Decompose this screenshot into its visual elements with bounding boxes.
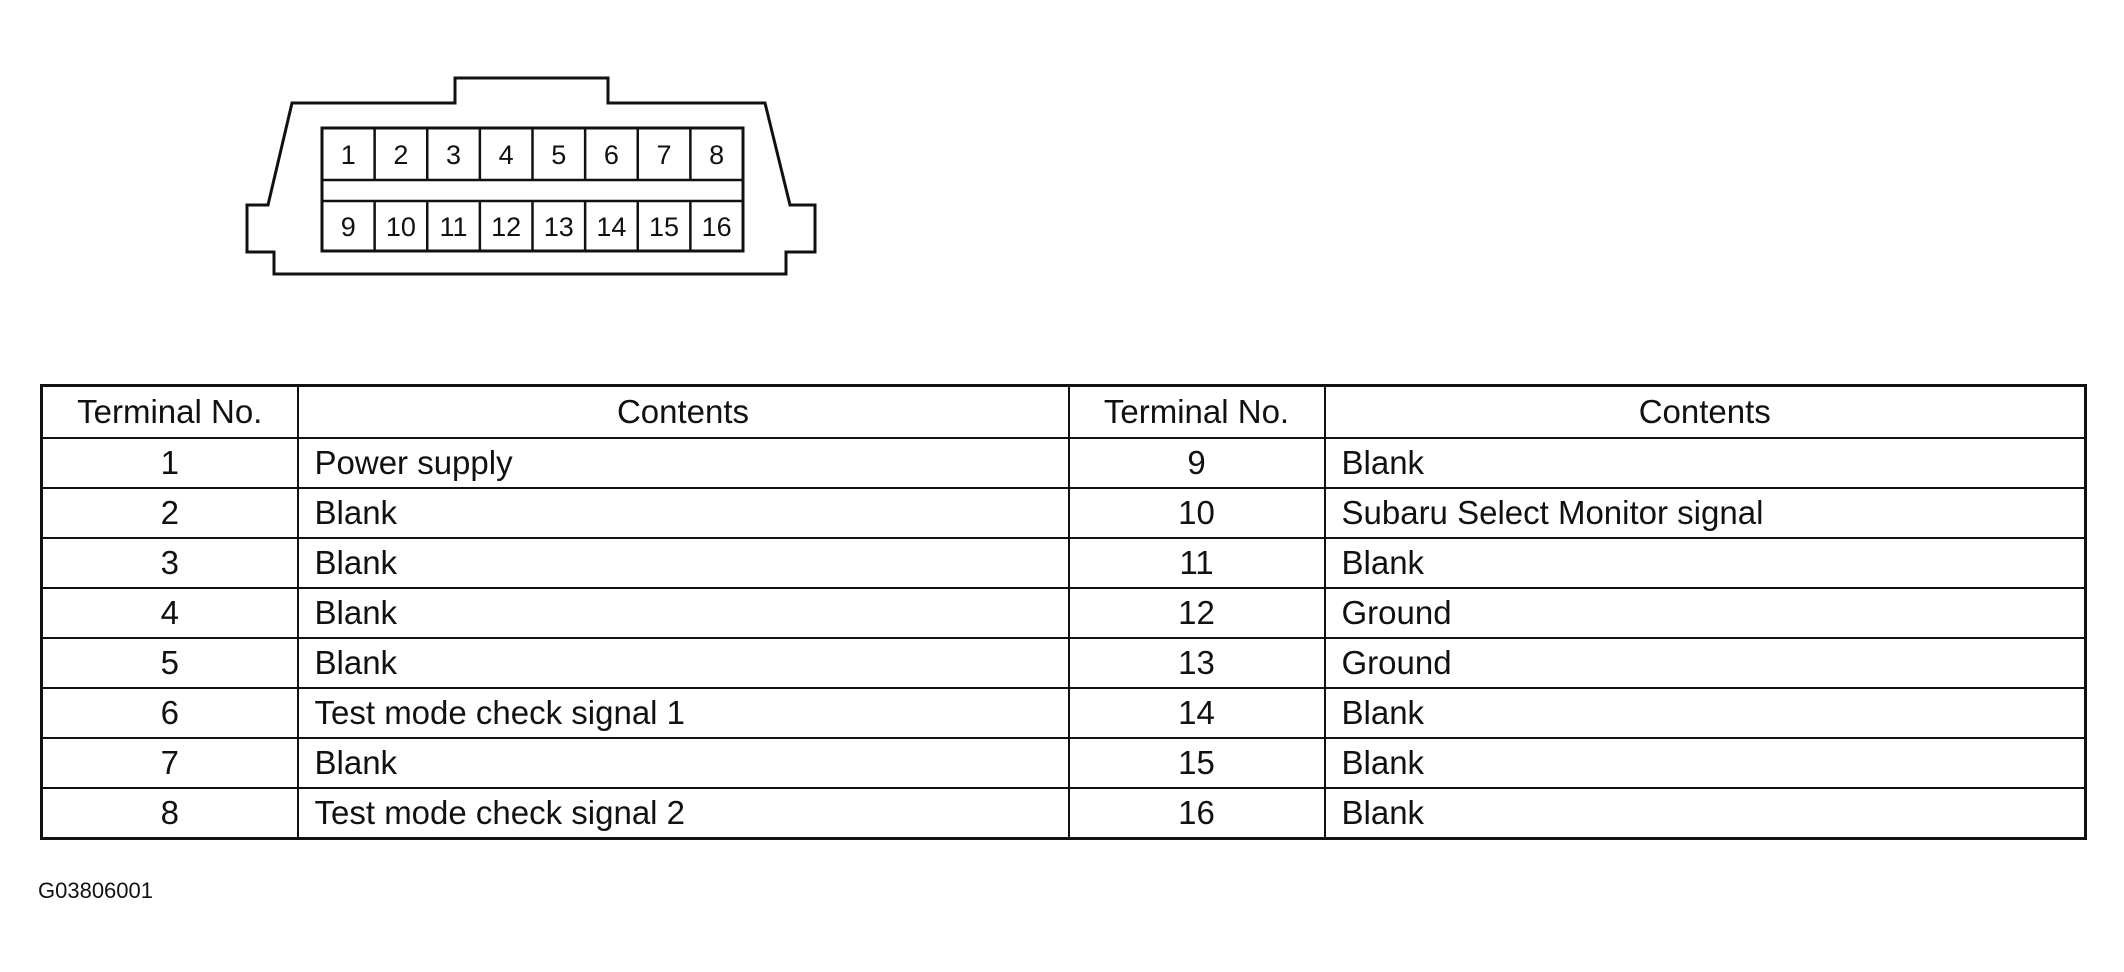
table-row: 5 Blank 13 Ground — [40, 637, 2087, 689]
contents-cell: Subaru Select Monitor signal — [1323, 487, 2087, 539]
table-row: 8 Test mode check signal 2 16 Blank — [40, 787, 2087, 840]
terminal-no-cell: 16 — [1067, 787, 1326, 840]
terminal-no-cell: 1 — [40, 437, 299, 489]
pin-dividers — [373, 128, 692, 251]
table-row: 4 Blank 12 Ground — [40, 587, 2087, 639]
terminal-table: Terminal No. Contents Terminal No. Conte… — [40, 384, 2087, 840]
header-contents-right: Contents — [1323, 384, 2087, 439]
pin-label: 6 — [604, 140, 619, 170]
contents-cell: Blank — [1323, 537, 2087, 589]
contents-cell: Blank — [296, 587, 1070, 639]
terminal-no-cell: 4 — [40, 587, 299, 639]
pin-label: 5 — [551, 140, 566, 170]
pin-label: 2 — [393, 140, 408, 170]
contents-cell: Blank — [296, 537, 1070, 589]
pin-label: 3 — [446, 140, 461, 170]
pin-label: 11 — [440, 212, 468, 242]
terminal-no-cell: 14 — [1067, 687, 1326, 739]
contents-cell: Blank — [296, 737, 1070, 789]
terminal-no-cell: 3 — [40, 537, 299, 589]
contents-cell: Blank — [1323, 787, 2087, 840]
table-header-row: Terminal No. Contents Terminal No. Conte… — [40, 384, 2087, 439]
terminal-no-cell: 8 — [40, 787, 299, 840]
pin-label: 14 — [596, 212, 626, 242]
contents-cell: Blank — [1323, 437, 2087, 489]
pin-label: 13 — [544, 212, 574, 242]
contents-cell: Ground — [1323, 637, 2087, 689]
figure-id: G03806001 — [38, 878, 153, 903]
contents-cell: Blank — [296, 637, 1070, 689]
pin-label: 16 — [702, 212, 732, 242]
contents-cell: Blank — [296, 487, 1070, 539]
table-row: 3 Blank 11 Blank — [40, 537, 2087, 589]
table-row: 1 Power supply 9 Blank — [40, 437, 2087, 489]
contents-cell: Power supply — [296, 437, 1070, 489]
connector-housing-outline — [245, 76, 817, 276]
pin-label: 15 — [649, 212, 679, 242]
pin-label: 9 — [341, 212, 356, 242]
terminal-no-cell: 15 — [1067, 737, 1326, 789]
pin-label: 1 — [341, 140, 356, 170]
pin-label: 7 — [657, 140, 672, 170]
terminal-no-cell: 10 — [1067, 487, 1326, 539]
contents-cell: Blank — [1323, 687, 2087, 739]
terminal-no-cell: 7 — [40, 737, 299, 789]
terminal-no-cell: 6 — [40, 687, 299, 739]
contents-cell: Blank — [1323, 737, 2087, 789]
header-terminal-no-left: Terminal No. — [40, 384, 299, 439]
table-row: 7 Blank 15 Blank — [40, 737, 2087, 789]
terminal-no-cell: 2 — [40, 487, 299, 539]
pin-label: 10 — [386, 212, 416, 242]
terminal-no-cell: 11 — [1067, 537, 1326, 589]
terminal-no-cell: 12 — [1067, 587, 1326, 639]
header-contents-left: Contents — [296, 384, 1070, 439]
pin-label: 12 — [491, 212, 521, 242]
pin-label: 8 — [709, 140, 724, 170]
terminal-no-cell: 5 — [40, 637, 299, 689]
terminal-no-cell: 9 — [1067, 437, 1326, 489]
pin-label: 4 — [499, 140, 514, 170]
contents-cell: Test mode check signal 1 — [296, 687, 1070, 739]
contents-cell: Ground — [1323, 587, 2087, 639]
contents-cell: Test mode check signal 2 — [296, 787, 1070, 840]
header-terminal-no-right: Terminal No. — [1067, 384, 1326, 439]
terminal-no-cell: 13 — [1067, 637, 1326, 689]
table-row: 6 Test mode check signal 1 14 Blank — [40, 687, 2087, 739]
table-row: 2 Blank 10 Subaru Select Monitor signal — [40, 487, 2087, 539]
